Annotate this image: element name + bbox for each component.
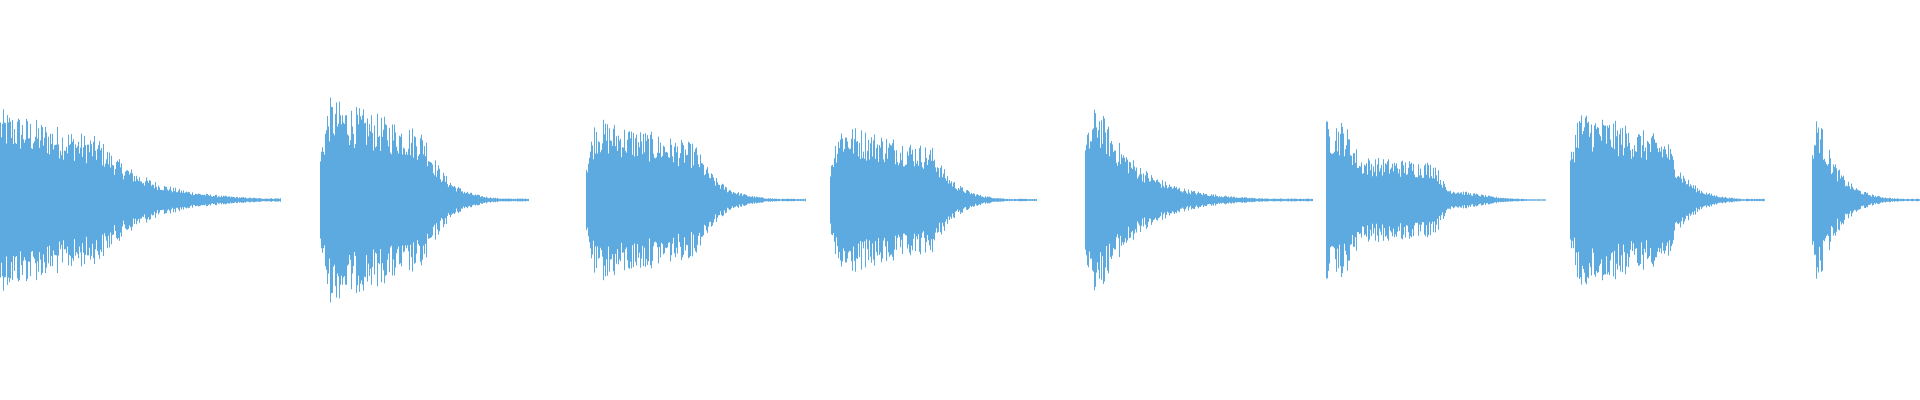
audio-clip-1[interactable] <box>0 109 281 291</box>
audio-clip-7[interactable] <box>1570 115 1765 285</box>
audio-clip-3[interactable] <box>586 119 806 281</box>
audio-clip-4[interactable] <box>830 128 1037 272</box>
audio-clip-2[interactable] <box>320 97 529 303</box>
audio-clips <box>0 97 1920 303</box>
audio-clip-5[interactable] <box>1085 109 1313 291</box>
audio-clip-8[interactable] <box>1812 121 1920 279</box>
audio-clip-6[interactable] <box>1326 121 1546 279</box>
